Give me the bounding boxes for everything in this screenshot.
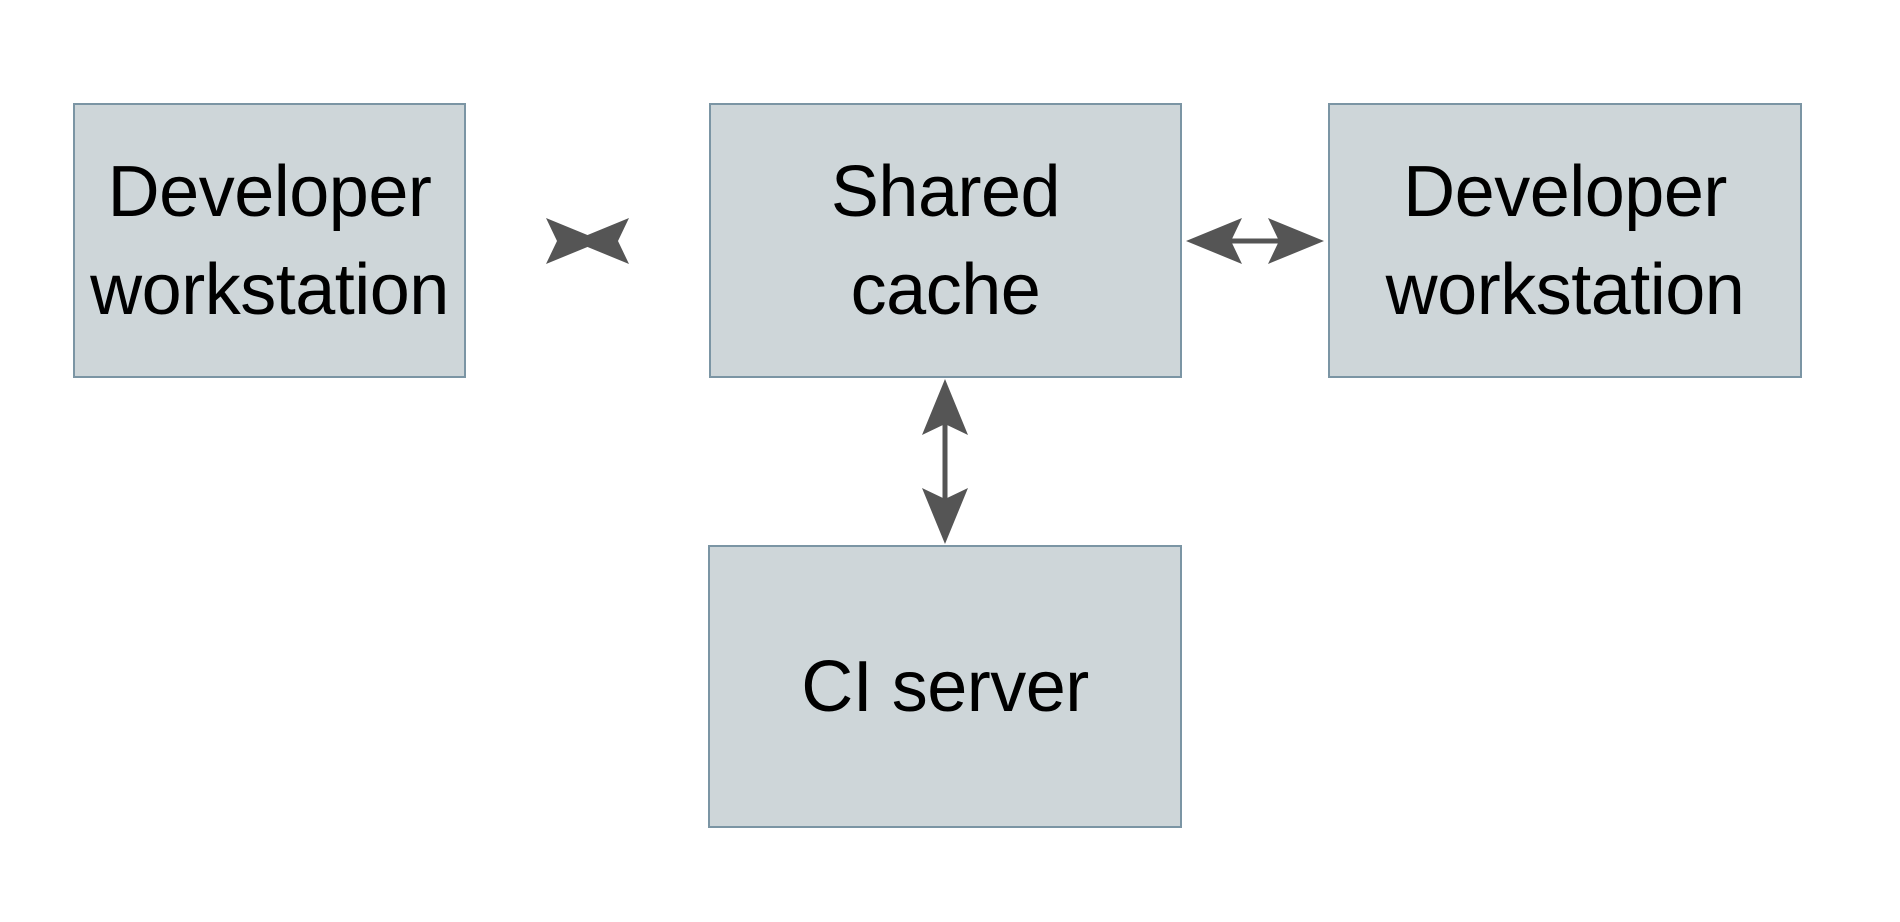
node-label-shared-cache: Shared cache (830, 151, 1061, 330)
node-shared-cache[interactable]: Shared cache (709, 103, 1182, 378)
edge-cache-to-right-workstation (1182, 205, 1328, 277)
node-label-developer-workstation-right: Developer workstation (1385, 151, 1745, 330)
edge-cache-to-ci-server (909, 378, 981, 545)
edge-left-workstation-to-cache (466, 205, 709, 277)
double-arrow-icon-horizontal-left (546, 218, 629, 264)
node-developer-workstation-left[interactable]: Developer workstation (73, 103, 466, 378)
node-label-developer-workstation-left: Developer workstation (90, 151, 449, 330)
double-arrow-icon-horizontal-right (1186, 218, 1324, 264)
node-developer-workstation-right[interactable]: Developer workstation (1328, 103, 1802, 378)
node-ci-server[interactable]: CI server (708, 545, 1182, 828)
node-label-ci-server: CI server (801, 646, 1089, 727)
double-arrow-icon-vertical (922, 379, 968, 544)
